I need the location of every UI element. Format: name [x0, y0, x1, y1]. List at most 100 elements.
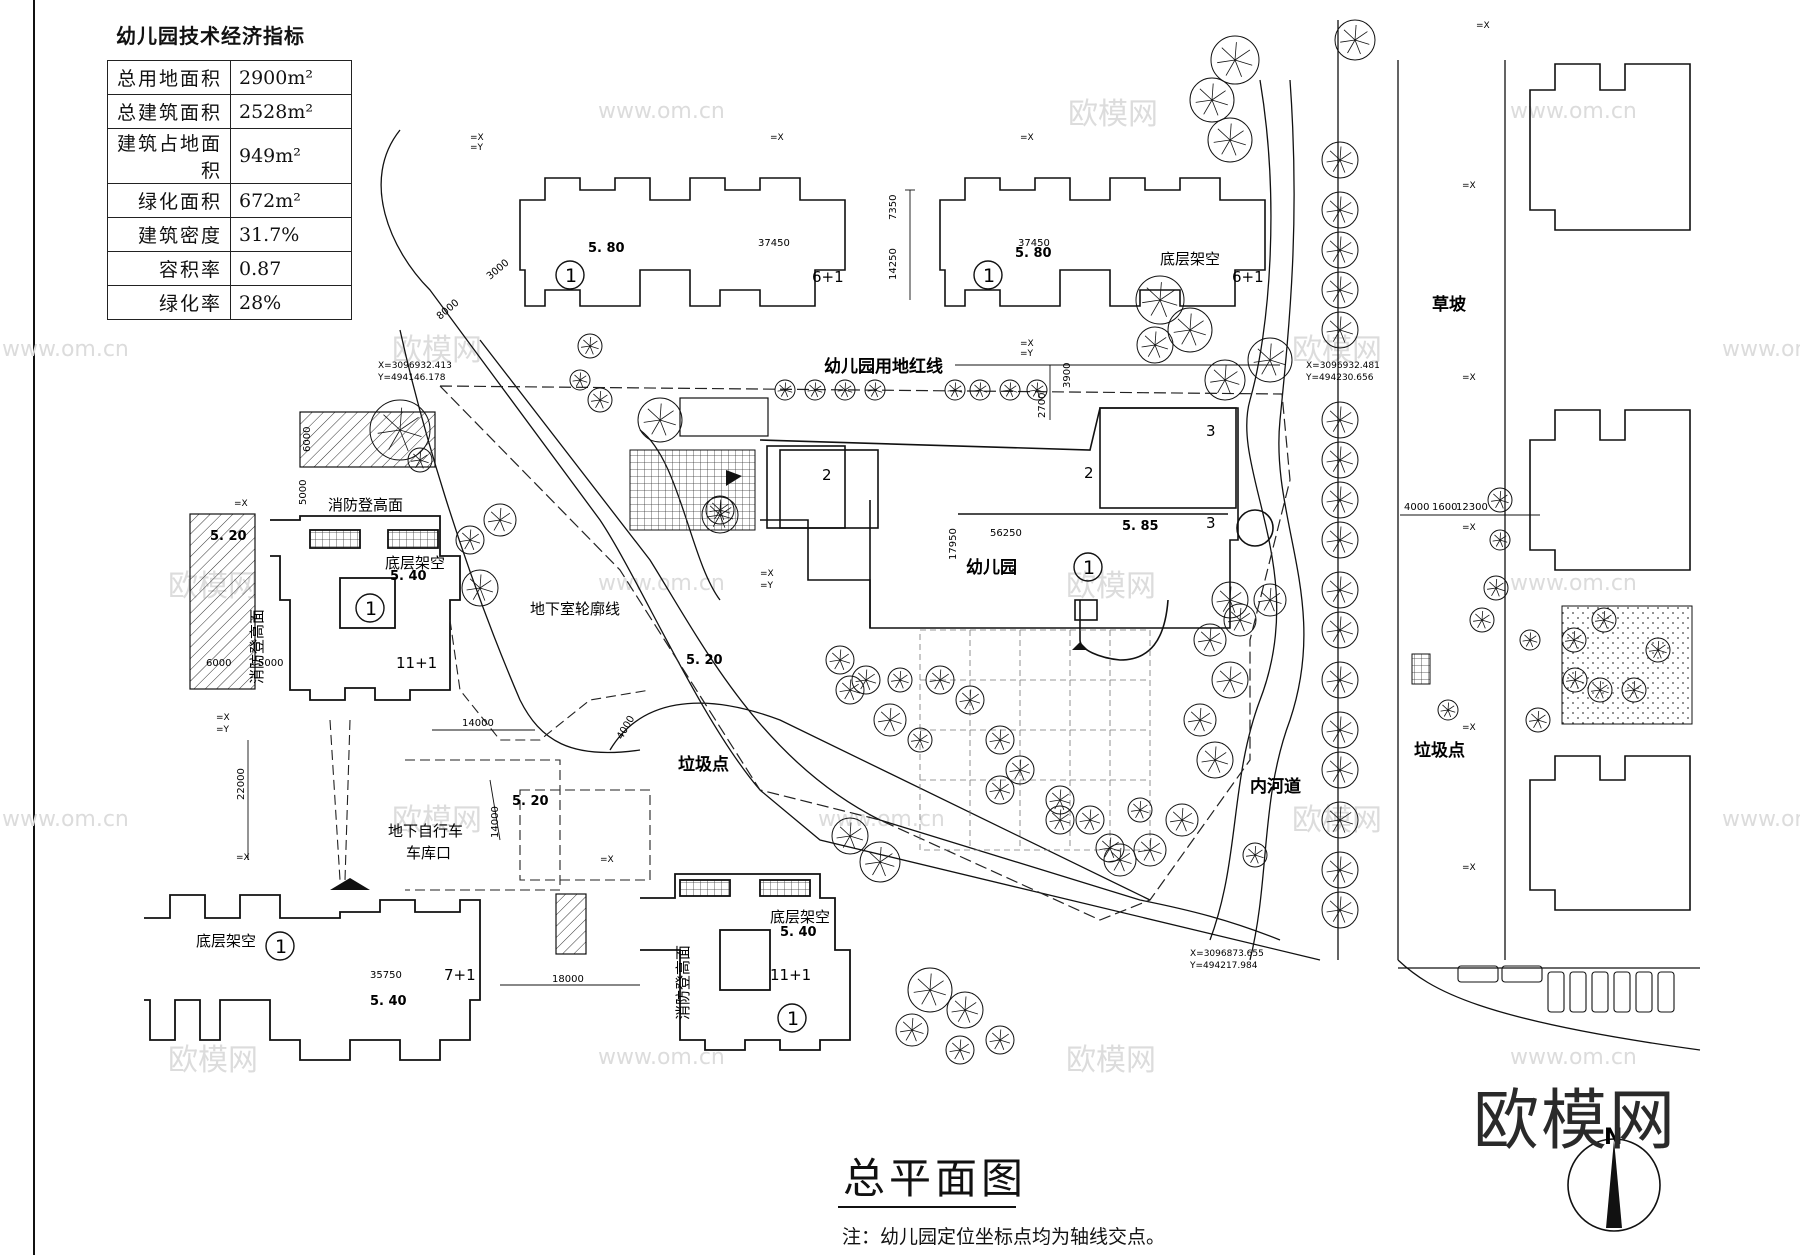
- tree-icon: [825, 645, 855, 675]
- tree-icon: [461, 569, 499, 607]
- watermark-7: www.om.cn: [1722, 337, 1800, 362]
- tree-icon: [1193, 623, 1227, 657]
- tree-icon: [1519, 629, 1541, 651]
- tree-icon: [907, 967, 953, 1013]
- tree-icon: [1321, 271, 1359, 309]
- watermark-2: 欧模网: [1068, 97, 1158, 132]
- tag-y-2: =Y: [760, 581, 774, 591]
- tree-icon: [864, 379, 886, 401]
- tree-icon: [1095, 833, 1125, 863]
- road-edge-2: [609, 702, 1151, 901]
- dotted-landscape: [1561, 605, 1693, 725]
- tree-icon: [1005, 755, 1035, 785]
- label-stilt-3: 底层架空: [196, 932, 256, 950]
- tree-icon: [1165, 803, 1199, 837]
- tree-icon: [1621, 677, 1647, 703]
- row-value: 28%: [230, 285, 352, 320]
- tree-icon: [1211, 581, 1249, 619]
- tag-x-2: =X: [770, 133, 784, 143]
- tree-icon: [483, 503, 517, 537]
- tree-icon: [705, 495, 735, 525]
- elev-i: 5. 40: [780, 925, 817, 940]
- row-value: 949m²: [230, 128, 352, 184]
- index-table-title: 幼儿园技术经济指标: [116, 24, 305, 48]
- label-river: 内河道: [1250, 776, 1301, 797]
- row-value: 0.87: [230, 251, 352, 286]
- building-number-label: 1: [275, 936, 287, 958]
- tree-icon: [369, 399, 431, 461]
- tree-icon: [1103, 843, 1137, 877]
- label-block-3b: 3: [1206, 514, 1216, 532]
- basement-outline: [329, 619, 651, 891]
- watermark-11: www.om.cn: [1510, 571, 1637, 596]
- hatched-3: [555, 893, 587, 955]
- river-edge-b: [1249, 79, 1305, 961]
- road-edge-outer: [380, 129, 1321, 961]
- tree-icon: [999, 379, 1021, 401]
- coord-3-y: Y=494217.984: [1189, 961, 1258, 971]
- watermark-18: www.om.cn: [598, 1045, 725, 1070]
- dim-17950: 17950: [948, 528, 959, 560]
- elev-h: 5. 40: [370, 994, 407, 1009]
- tree-icon: [945, 1035, 975, 1065]
- tag-x-9: =X: [1462, 863, 1476, 873]
- title-underline: [838, 1206, 1016, 1208]
- label-floors-d: 11+1: [770, 966, 811, 984]
- tree-icon: [407, 447, 433, 473]
- tree-icon: [985, 775, 1015, 805]
- tree-icon: [1469, 607, 1495, 633]
- brand-logo-text: 欧模网: [1473, 1082, 1677, 1159]
- dim-5000-a: 5000: [258, 658, 283, 669]
- drawing-title: 总平面图: [843, 1154, 1028, 1203]
- label-block-2b: 2: [1084, 464, 1094, 482]
- label-block-3a: 3: [1206, 422, 1216, 440]
- tree-icon: [1591, 607, 1617, 633]
- dim-4000-a: 4000: [1404, 502, 1429, 513]
- tree-icon: [1210, 35, 1260, 85]
- dim-12300: 12300: [1456, 502, 1488, 513]
- tree-icon: [1321, 661, 1359, 699]
- elev-g: 5. 20: [512, 794, 549, 809]
- tree-icon: [851, 665, 881, 695]
- tree-icon: [1189, 77, 1235, 123]
- watermark-19: 欧模网: [1066, 1043, 1156, 1078]
- tree-icon: [455, 525, 485, 555]
- dimension-lines: [247, 189, 1540, 986]
- dim-22000: 22000: [236, 768, 247, 800]
- tree-icon: [1127, 797, 1153, 823]
- tree-icon: [835, 675, 865, 705]
- tag-x-6: =X: [1462, 373, 1476, 383]
- elev-b: 5. 80: [1015, 246, 1052, 261]
- watermark-20: www.om.cn: [1510, 1045, 1637, 1070]
- tree-icon: [1334, 19, 1376, 61]
- redline-boundary: [439, 385, 1291, 921]
- tree-icon: [1321, 311, 1359, 349]
- row-label: 绿化率: [107, 285, 231, 320]
- tree-icon: [895, 1013, 929, 1047]
- tree-icon: [587, 387, 613, 413]
- tree-icon: [955, 685, 985, 715]
- tree-icon: [577, 333, 603, 359]
- road-edge-inner: [479, 339, 1281, 941]
- tag-x-11: =X: [234, 499, 248, 509]
- watermark-4: www.om.cn: [2, 337, 129, 362]
- tree-icon: [1045, 785, 1075, 815]
- watermark-10: 欧模网: [1066, 569, 1156, 604]
- row-value: 31.7%: [230, 217, 352, 252]
- tree-icon: [1196, 741, 1234, 779]
- building-number-label: 1: [787, 1008, 799, 1030]
- tree-icon: [1045, 805, 1075, 835]
- row-label: 总建筑面积: [107, 94, 231, 129]
- label-fire-face-1: 消防登高面: [328, 496, 403, 514]
- watermark-16: www.om.cn: [1722, 807, 1800, 832]
- label-floors-a: 6+1: [812, 268, 844, 286]
- dim-14000-h: 14000: [462, 718, 494, 729]
- tree-icon: [774, 379, 796, 401]
- tag-x-5: =X: [1462, 181, 1476, 191]
- label-fire-face-2: 消防登高面: [248, 609, 266, 684]
